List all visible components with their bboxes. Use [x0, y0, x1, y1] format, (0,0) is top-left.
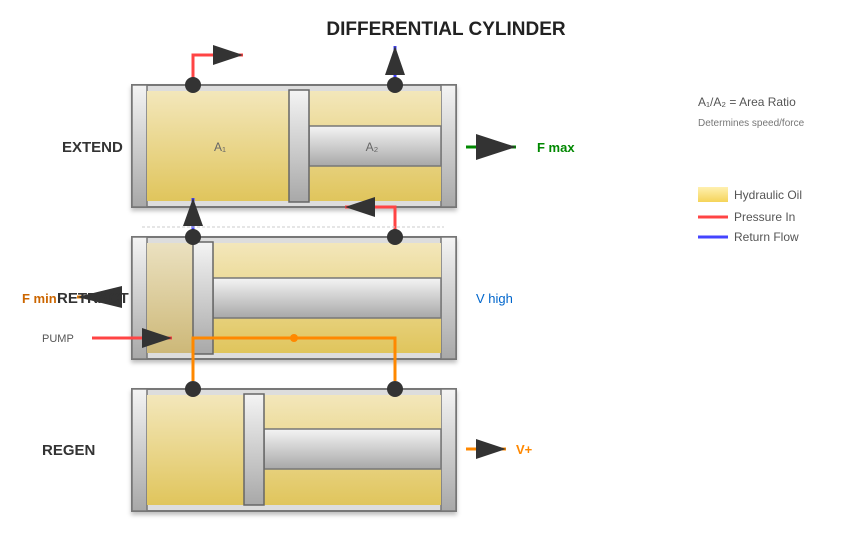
mode-label-regen: REGEN [42, 442, 95, 459]
port [185, 381, 201, 397]
area-ratio-text: A₁/A₂ = Area Ratio [698, 95, 796, 109]
rod [212, 277, 442, 319]
mode-label-extend: EXTEND [62, 139, 123, 156]
arrow-right-icon [213, 45, 243, 65]
piston [192, 241, 214, 355]
arrow-up-icon [385, 46, 405, 75]
legend-item: Pressure In [734, 210, 795, 224]
legend-item: Hydraulic Oil [734, 188, 802, 202]
area-a2-label: A₂ [366, 140, 379, 154]
mode-label-retract: RETRACT [57, 290, 129, 307]
arrow-right-icon [142, 328, 172, 348]
area-a1-label: A₁ [214, 140, 226, 154]
port [387, 77, 403, 93]
cylinder-extend: A₁ A₂ [132, 85, 456, 207]
title: DIFFERENTIAL CYLINDER [326, 19, 566, 40]
port [185, 77, 201, 93]
junction [290, 334, 298, 342]
cylinder-retract [132, 237, 456, 359]
f-min-label: F min [22, 291, 57, 306]
rod [263, 428, 442, 470]
port [387, 229, 403, 245]
area-ratio-note: Determines speed/force [698, 118, 805, 129]
pump-label: PUMP [42, 333, 74, 345]
f-max-label: F max [537, 140, 575, 155]
arrow-left-icon [77, 286, 122, 308]
v-high-label: V high [476, 291, 513, 306]
cylinder-regen [132, 389, 456, 511]
legend-swatch-oil [698, 187, 728, 202]
v-plus-label: V+ [516, 442, 533, 457]
port [185, 229, 201, 245]
legend: Hydraulic Oil Pressure In Return Flow [698, 187, 802, 244]
arrow-right-icon [476, 134, 516, 160]
port [387, 381, 403, 397]
rod [308, 125, 442, 167]
arrow-right-icon [476, 439, 506, 459]
piston [243, 393, 265, 506]
arrow-up-icon [183, 198, 203, 226]
piston [288, 89, 310, 203]
arrow-left-icon [345, 197, 375, 217]
legend-item: Return Flow [734, 230, 799, 244]
